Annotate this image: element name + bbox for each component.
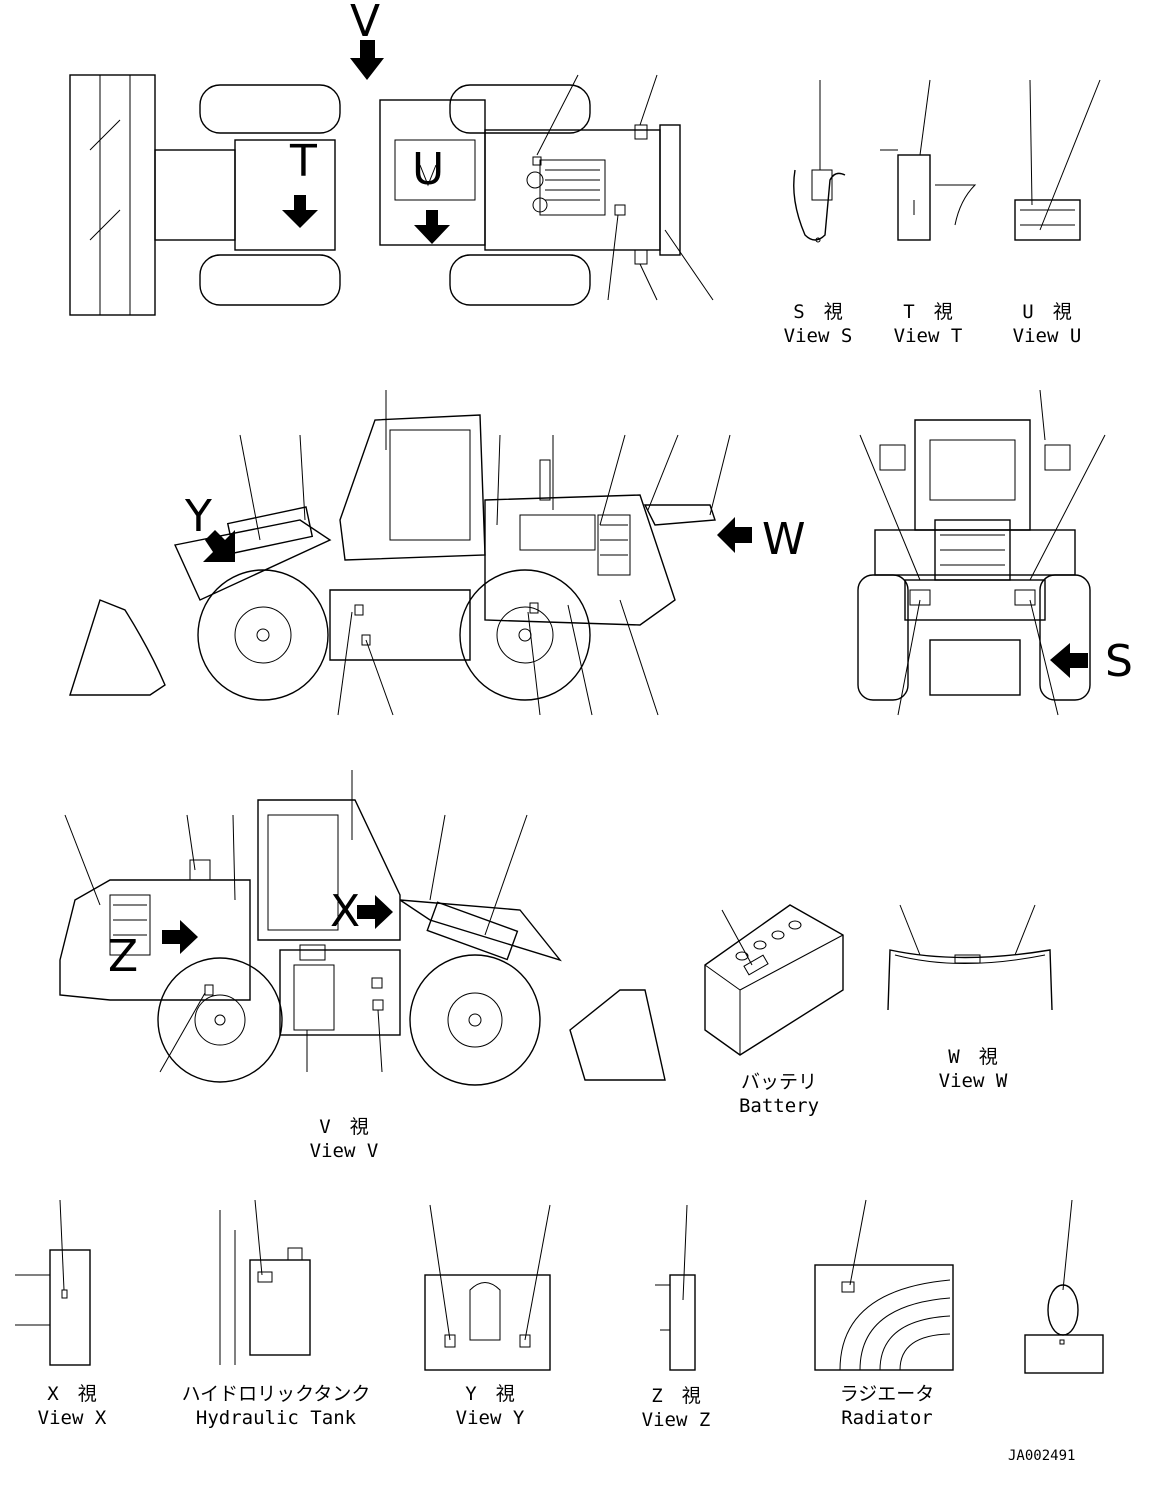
view-v-label: V 視 View V [310,1115,379,1163]
view-letter-x: X [330,886,361,937]
view-letter-t: T [290,136,317,187]
view-z-label: Z 視 View Z [642,1384,711,1432]
view-t-jp: T 視 [903,301,953,323]
view-y-label: Y 視 View Y [456,1382,525,1430]
view-u-jp: U 視 [1022,301,1072,323]
view-t-en: View T [893,325,963,347]
view-w-label: W 視 View W [939,1045,1008,1093]
battery-jp: バッテリ [740,1071,818,1093]
radiator-label: ラジエータ Radiator [840,1382,935,1430]
view-t-detail [880,79,977,241]
view-s-label: S 視 View S [784,300,853,348]
label-tag-detail [1024,1199,1104,1374]
view-s-en: View S [783,325,853,347]
view-x-label: X 視 View X [38,1382,107,1430]
battery-detail [704,904,844,1056]
view-u-detail [1014,79,1101,241]
view-v-jp: V 視 [319,1116,369,1138]
view-w-en: View W [938,1070,1008,1092]
radiator-detail [814,1199,954,1371]
top-view-loader [69,40,714,316]
view-y-jp: Y 視 [465,1383,515,1405]
view-w-jp: W 視 [948,1046,998,1068]
view-letter-z: Z [108,931,139,982]
view-letter-y: Y [185,491,212,542]
battery-en: Battery [738,1095,820,1117]
hydraulic-tank-en: Hydraulic Tank [195,1407,357,1429]
rear-view-loader [857,389,1106,716]
radiator-en: Radiator [841,1407,933,1429]
hydraulic-tank-jp: ハイドロリックタンク [181,1383,371,1405]
battery-label: バッテリ Battery [739,1070,819,1118]
drawing-code: JA002491 [1008,1448,1076,1464]
view-s-jp: S 視 [793,301,843,323]
view-letter-u: U [412,144,445,195]
view-t-label: T 視 View T [894,300,963,348]
view-v-en: View V [309,1140,379,1162]
view-letter-s: S [1105,636,1133,687]
view-z-en: View Z [641,1409,711,1431]
view-x-detail [15,1199,91,1366]
view-u-label: U 視 View U [1013,300,1082,348]
radiator-jp: ラジエータ [839,1383,935,1405]
view-letter-v: V [350,0,381,47]
view-z-jp: Z 視 [651,1385,701,1407]
view-x-en: View X [37,1407,107,1429]
view-v-loader [59,770,666,1086]
view-y-detail [424,1204,551,1371]
view-z-detail [655,1204,696,1371]
hydraulic-tank-detail [219,1199,311,1365]
view-s-detail [793,80,846,243]
side-view-loader [69,390,752,716]
view-x-jp: X 視 [47,1383,97,1405]
view-u-en: View U [1012,325,1082,347]
view-y-en: View Y [455,1407,525,1429]
view-w-detail [887,904,1053,1011]
hydraulic-tank-label: ハイドロリックタンク Hydraulic Tank [182,1382,371,1430]
view-letter-w: W [762,514,806,565]
